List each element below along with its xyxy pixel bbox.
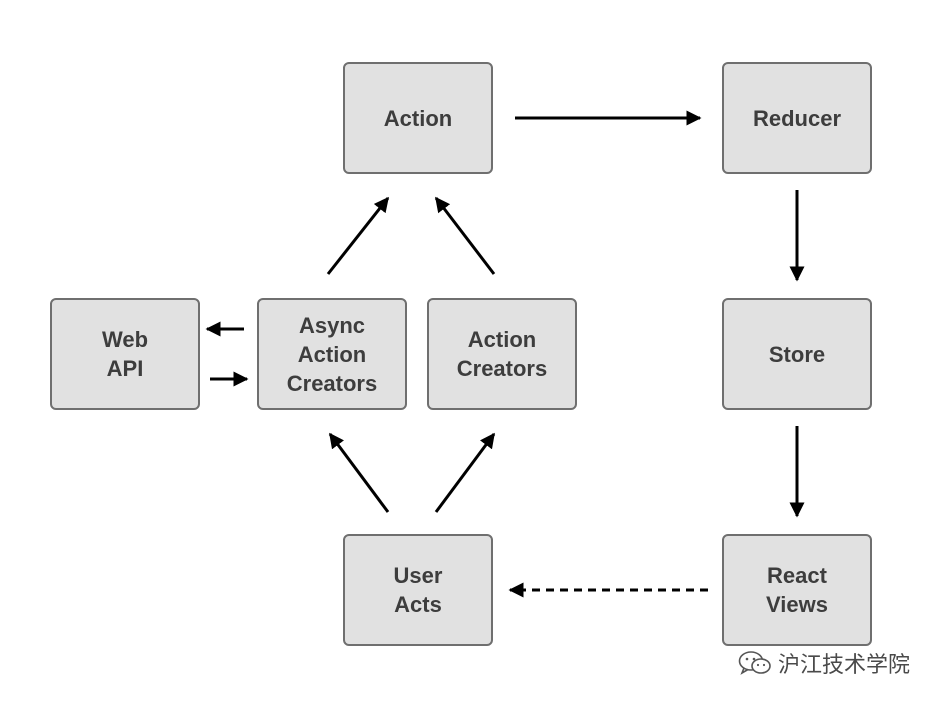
node-async-label-1: Async [298,312,366,338]
node-web-api: Web API [50,298,200,410]
watermark-text: 沪江技术学院 [778,653,911,678]
node-user-acts: User Acts [343,534,493,646]
node-action: Action [343,62,493,174]
node-async-label-3: Creators [286,370,378,396]
node-store-label: Store [768,341,826,367]
node-react-views-label-2: Views [766,592,828,617]
node-action-creators-label-2: Creators [456,356,548,381]
node-action-label: Action [383,105,453,131]
node-web-api-label-2: API [106,356,144,381]
node-reducer: Reducer [722,62,872,174]
edge-useracts-to-async [328,432,390,513]
edge-useracts-to-creators [434,432,496,513]
node-react-views: React Views [722,534,872,646]
node-async-label-2: Action [297,341,367,367]
node-web-api-label-1: Web [101,327,149,352]
node-user-acts-label-1: User [393,563,443,588]
node-action-creators: Action Creators [427,298,577,410]
node-reducer-label: Reducer [752,105,842,131]
node-store: Store [722,298,872,410]
node-action-creators-label-1: Action [467,327,537,352]
node-react-views-label-1: React [767,563,827,588]
node-async-action-creators: Async Action Creators [257,298,407,410]
watermark: 沪江技术学院 [738,648,910,678]
edge-async-to-action [326,196,390,275]
edge-creators-to-action [434,196,496,275]
node-user-acts-label-2: Acts [394,592,442,617]
wechat-icon [738,651,771,675]
